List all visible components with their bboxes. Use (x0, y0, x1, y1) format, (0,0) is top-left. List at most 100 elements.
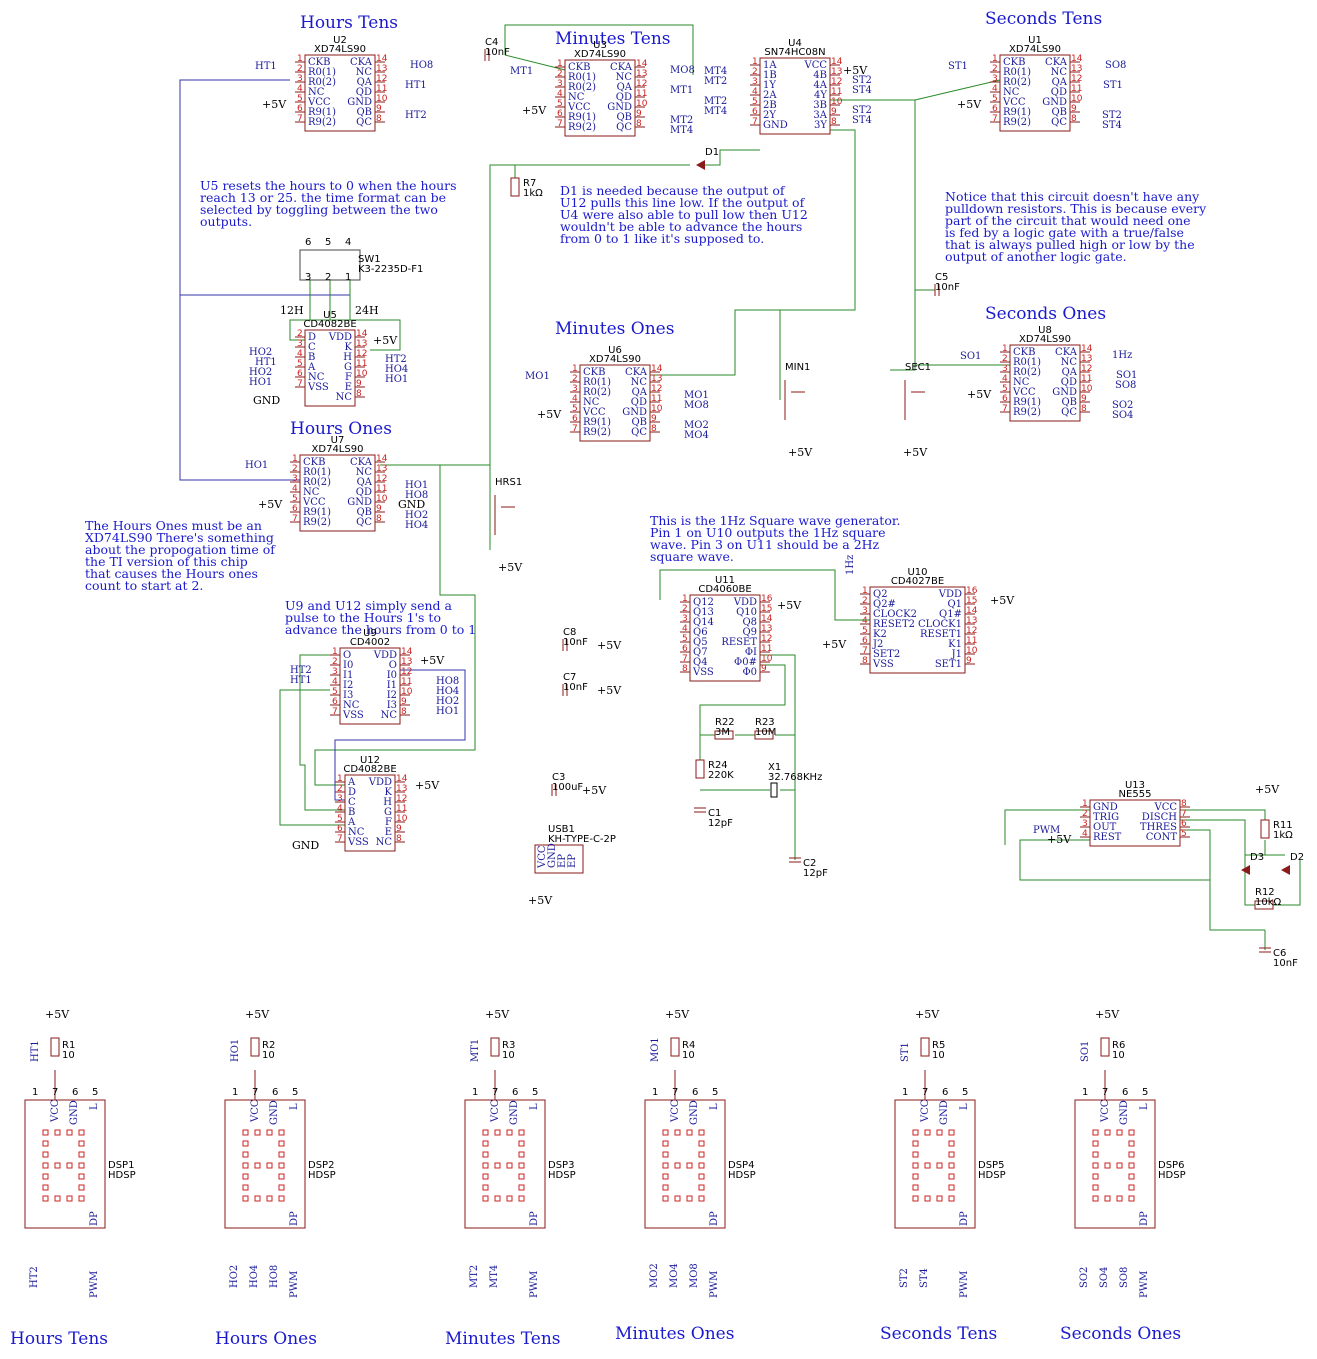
pin-number: 6 (992, 104, 998, 114)
part-value: 1kΩ (523, 188, 543, 199)
pin-label: QB (356, 507, 372, 518)
segment (518, 1195, 525, 1202)
display-bottom-net: MT2 (469, 1265, 480, 1288)
display-body (24, 1099, 106, 1229)
display-pwm-net: PWM (1139, 1271, 1150, 1298)
part-value: 220K (708, 770, 734, 781)
pin-number: 6 (682, 644, 688, 654)
segment (54, 1195, 61, 1202)
power-label-p5v: +5V (788, 446, 813, 459)
pin-label: 4B (813, 70, 827, 81)
pin-number: 4 (332, 677, 338, 687)
pin-label: VSS (872, 659, 894, 670)
segment (1116, 1162, 1123, 1169)
pin-label: CKB (568, 62, 590, 73)
pin-label: GND (1042, 97, 1067, 108)
display-pin-l: L (709, 1103, 720, 1110)
pin-label: RESET1 (920, 629, 962, 640)
note-d1: D1 is needed because the output of U12 p… (560, 183, 808, 246)
segment (912, 1140, 919, 1147)
resistor-body (1100, 1037, 1110, 1057)
power-label-p5v: +5V (258, 498, 283, 511)
note-square: This is the 1Hz Square wave generator. P… (650, 513, 901, 564)
pin-label: 4A (813, 80, 827, 91)
pin-number: 7 (1181, 809, 1187, 819)
pin-label: VDD (328, 332, 352, 343)
pin-label: DISCH (1142, 812, 1177, 823)
pin-label: GND (347, 497, 372, 508)
segment (42, 1151, 49, 1158)
segment (278, 1151, 285, 1158)
net-label-so8: SO8 (1105, 60, 1126, 71)
pin-label: CKA (350, 57, 373, 68)
display-top-pin-number: 1 (32, 1087, 38, 1098)
chip-ref: U4 (788, 38, 802, 49)
segment (518, 1151, 525, 1158)
pin-label: NC (308, 87, 325, 98)
pin-number: 3 (572, 384, 578, 394)
segment (674, 1162, 681, 1169)
pin-label: K2 (873, 629, 887, 640)
power-label-p5v: +5V (498, 561, 523, 574)
note-u9: U9 and U12 simply send a pulse to the Ho… (285, 598, 477, 637)
display-top-pin-number: 1 (232, 1087, 238, 1098)
chip-body (344, 774, 396, 852)
pin-label: I2 (343, 680, 353, 691)
pin-number: 1 (297, 54, 303, 64)
pin-number: 1 (992, 54, 998, 64)
pin-label: QA (357, 477, 373, 488)
chip-part: XD74LS90 (1019, 334, 1071, 345)
pin-number: 3 (752, 77, 758, 87)
part-hrs1: HRS1 (494, 477, 522, 535)
segment (698, 1162, 705, 1169)
display-top-pin-number: 7 (52, 1087, 58, 1098)
pin-number: 15 (761, 604, 772, 614)
pin-number: 5 (1002, 384, 1008, 394)
resistor-body (50, 1037, 60, 1057)
segment (78, 1184, 85, 1191)
part-value: 10nF (563, 682, 588, 693)
chip-ref: U12 (360, 755, 380, 766)
pin-label: C (348, 797, 356, 808)
segment (254, 1129, 261, 1136)
pin-label: NC (308, 372, 325, 383)
pin-label: Φ0# (734, 657, 757, 668)
segment (278, 1129, 285, 1136)
pin-number: 3 (682, 614, 688, 624)
pin-label: O (343, 650, 351, 661)
pin-label: QC (631, 427, 647, 438)
pin-number: 11 (651, 394, 662, 404)
part-ref: R11 (1273, 820, 1293, 831)
pin-number: 7 (992, 114, 998, 124)
pin-label: R0(1) (308, 67, 336, 78)
part-value: 10M (755, 727, 776, 738)
pin-number: 14 (396, 774, 408, 784)
segment (662, 1140, 669, 1147)
pin-label: 2Y (763, 110, 776, 121)
pin-label: I3 (343, 690, 353, 701)
display-body (1074, 1099, 1156, 1229)
pin-number: 8 (401, 707, 407, 717)
display-resistor-ref: R3 (502, 1040, 515, 1051)
pin-number: 6 (1002, 394, 1008, 404)
pin-label: GND (763, 120, 788, 131)
display-power-label: +5V (1095, 1008, 1120, 1021)
segment (936, 1129, 943, 1136)
net-label-ho2: HO2 (405, 510, 428, 521)
pin-label: VCC (1002, 97, 1026, 108)
display-pin-gnd: GND (509, 1100, 520, 1125)
power-label-p5v: +5V (262, 98, 287, 111)
net-label-mt4: MT4 (704, 106, 727, 117)
wires (179, 24, 1301, 950)
segment (948, 1173, 955, 1180)
part-value: KH-TYPE-C-2P (548, 834, 616, 845)
pin-number: 10 (966, 646, 978, 656)
pin-label: R9(1) (1003, 107, 1031, 118)
pin-number: 13 (651, 374, 662, 384)
pin-label: RESET (721, 637, 757, 648)
pin-label: GND (622, 407, 647, 418)
display-ref: DSP5 (978, 1160, 1004, 1171)
pin-label: 3A (813, 110, 827, 121)
pin-label: R9(2) (1013, 407, 1041, 418)
